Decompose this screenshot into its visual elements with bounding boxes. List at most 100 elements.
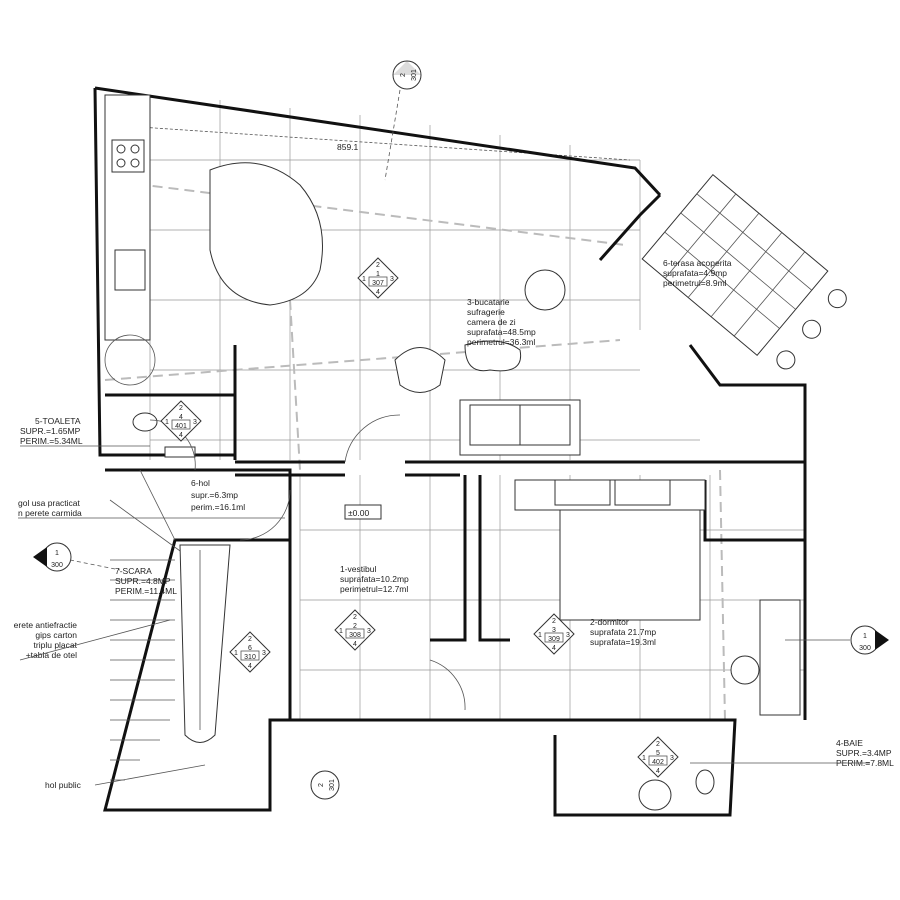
svg-text:1-vestibul: 1-vestibul	[340, 564, 376, 574]
svg-text:4: 4	[656, 768, 660, 775]
svg-text:1: 1	[376, 271, 380, 278]
svg-text:310: 310	[244, 654, 256, 661]
svg-text:2: 2	[656, 741, 660, 748]
svg-text:4: 4	[552, 645, 556, 652]
svg-text:300: 300	[859, 645, 871, 652]
svg-text:n perete carmida: n perete carmida	[18, 508, 82, 518]
svg-text:PERIM.=11.4ML: PERIM.=11.4ML	[115, 586, 177, 596]
section-marker-right: 1 300	[850, 625, 889, 655]
section-marker-top: 2 301	[392, 60, 422, 90]
svg-text:2: 2	[318, 783, 325, 787]
svg-text:5-TOALETA: 5-TOALETA	[35, 416, 81, 426]
svg-text:301: 301	[329, 779, 336, 791]
svg-text:1: 1	[55, 550, 59, 557]
svg-text:401: 401	[175, 423, 187, 430]
svg-text:4-BAIE: 4-BAIE	[836, 738, 863, 748]
svg-text:3: 3	[670, 755, 674, 762]
svg-text:erete antiefractie: erete antiefractie	[14, 620, 78, 630]
svg-text:4: 4	[248, 663, 252, 670]
leader-line	[19, 619, 171, 661]
svg-text:2: 2	[179, 405, 183, 412]
svg-text:suprafata=10.2mp: suprafata=10.2mp	[340, 574, 409, 584]
svg-text:+tabla de otel: +tabla de otel	[26, 650, 77, 660]
svg-text:triplu placat: triplu placat	[34, 640, 78, 650]
svg-text:2: 2	[248, 636, 252, 643]
svg-text:1: 1	[165, 419, 169, 426]
living-furniture	[394, 269, 581, 456]
svg-text:3-bucatarie: 3-bucatarie	[467, 297, 510, 307]
svg-text:3: 3	[552, 627, 556, 634]
room-tag-401: 2 4 401 1 3 4	[160, 400, 202, 442]
svg-text:6-hol: 6-hol	[191, 478, 210, 488]
svg-text:3: 3	[390, 276, 394, 283]
svg-text:1: 1	[234, 650, 238, 657]
svg-text:308: 308	[349, 632, 361, 639]
door-swings	[149, 414, 466, 711]
svg-text:6-terasa acoperita: 6-terasa acoperita	[663, 258, 732, 268]
section-marker-bottom: 2 301	[310, 770, 340, 800]
room-label-hall: 6-hol supr.=6.3mp perim.=16.1ml	[191, 478, 245, 512]
svg-text:2: 2	[353, 614, 357, 621]
svg-text:suprafata 21.7mp: suprafata 21.7mp	[590, 627, 656, 637]
svg-text:2-dormitor: 2-dormitor	[590, 617, 629, 627]
toilet-fixtures	[132, 412, 715, 811]
bed	[514, 479, 801, 716]
svg-text:6: 6	[248, 645, 252, 652]
room-tag-310: 2 6 310 1 3 4	[229, 631, 271, 673]
svg-text:4: 4	[179, 432, 183, 439]
svg-text:perimetrul=8.9ml: perimetrul=8.9ml	[663, 278, 727, 288]
svg-text:3: 3	[262, 650, 266, 657]
svg-text:1: 1	[538, 632, 542, 639]
svg-text:4: 4	[376, 289, 380, 296]
svg-text:perimetrul=12.7ml: perimetrul=12.7ml	[340, 584, 408, 594]
svg-text:suprafata=4.9mp: suprafata=4.9mp	[663, 268, 727, 278]
svg-text:402: 402	[652, 759, 664, 766]
dimension-label: 859.1	[337, 142, 359, 152]
svg-text:2: 2	[400, 73, 407, 77]
svg-text:301: 301	[411, 69, 418, 81]
beam-lines	[104, 124, 726, 721]
terrace	[641, 173, 847, 370]
svg-text:307: 307	[372, 280, 384, 287]
svg-text:2: 2	[353, 623, 357, 630]
svg-text:perim.=16.1ml: perim.=16.1ml	[191, 502, 245, 512]
svg-text:gips carton: gips carton	[35, 630, 77, 640]
kitchen-counter	[104, 94, 156, 386]
svg-text:2: 2	[552, 618, 556, 625]
svg-text:1: 1	[863, 633, 867, 640]
svg-text:supr.=6.3mp: supr.=6.3mp	[191, 490, 238, 500]
svg-text:SUPR.=1.65MP: SUPR.=1.65MP	[20, 426, 81, 436]
svg-text:camera de zi: camera de zi	[467, 317, 516, 327]
svg-text:3: 3	[193, 419, 197, 426]
svg-text:3: 3	[367, 628, 371, 635]
svg-text:1: 1	[362, 276, 366, 283]
svg-text:SUPR.=3.4MP: SUPR.=3.4MP	[836, 748, 892, 758]
svg-text:PERIM.=5.34ML: PERIM.=5.34ML	[20, 436, 83, 446]
dining-table	[209, 162, 323, 306]
svg-text:300: 300	[51, 562, 63, 569]
level-label: ±0.00	[348, 508, 369, 518]
svg-text:7-SCARA: 7-SCARA	[115, 566, 152, 576]
note-public-hall: hol public	[45, 780, 82, 790]
leader-line	[94, 764, 206, 786]
svg-text:suprafata=48.5mp: suprafata=48.5mp	[467, 327, 536, 337]
svg-text:sufragerie: sufragerie	[467, 307, 505, 317]
svg-text:4: 4	[179, 414, 183, 421]
svg-text:perimetrul=36.3ml: perimetrul=36.3ml	[467, 337, 535, 347]
svg-text:1: 1	[642, 755, 646, 762]
svg-text:1: 1	[339, 628, 343, 635]
